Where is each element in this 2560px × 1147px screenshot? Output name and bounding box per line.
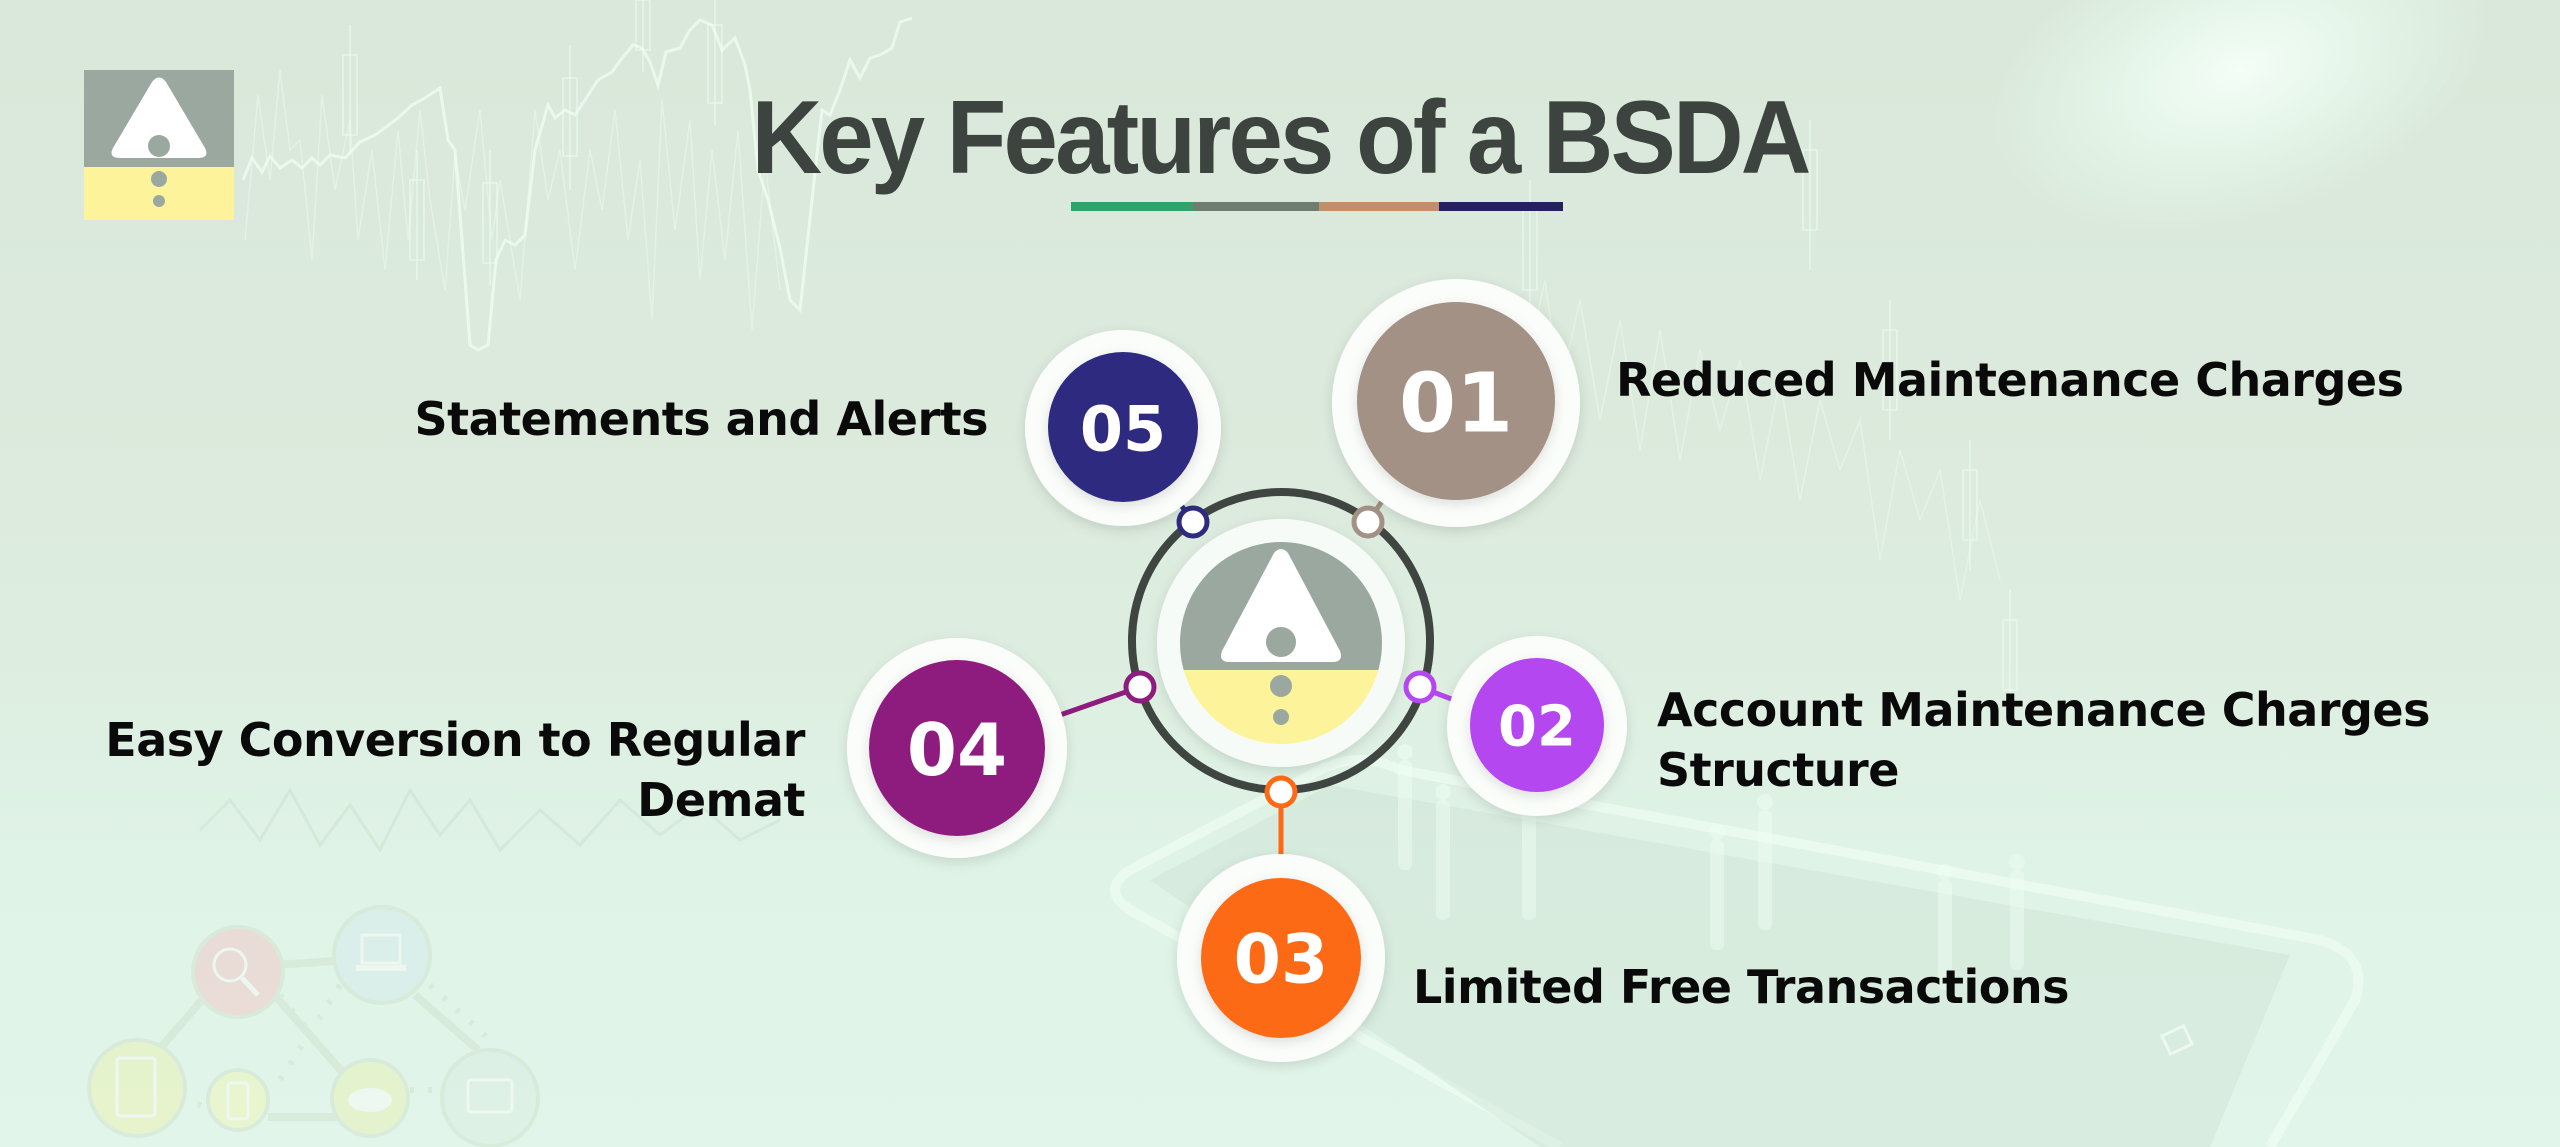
node-01 (1351, 505, 1385, 539)
title-underline (1071, 202, 1563, 211)
feature-label-04-line2: Demat (637, 773, 805, 827)
feature-label-05: Statements and Alerts (414, 392, 989, 446)
warning-triangle-logo-icon (111, 77, 207, 158)
feature-badge-05: 05 (1025, 330, 1221, 526)
underline-segment-navy (1439, 202, 1563, 211)
svg-text:05: 05 (1080, 393, 1166, 466)
search-node-icon (191, 925, 285, 1019)
node-05 (1176, 505, 1210, 539)
feature-label-04-line1: Easy Conversion to Regular (105, 713, 805, 767)
feature-badge-03: 03 (1177, 854, 1385, 1062)
node-03 (1264, 775, 1298, 809)
underline-segment-tan (1319, 202, 1439, 211)
feature-label-02-line1: Account Maintenance Charges (1657, 683, 2431, 737)
feature-label-04: Easy Conversion to Regular Demat (105, 710, 805, 830)
svg-text:01: 01 (1399, 357, 1513, 452)
feature-label-03: Limited Free Transactions (1413, 960, 2069, 1014)
people-silhouettes-icon (1397, 744, 2025, 990)
brand-logo (84, 70, 234, 220)
feature-label-02: Account Maintenance Charges Structure (1657, 680, 2431, 800)
feature-badge-04: 04 (847, 638, 1067, 858)
phone-node-icon (206, 1068, 270, 1132)
stock-chart-line-icon (241, 16, 913, 352)
document-node-icon (87, 1038, 187, 1138)
page-title: Key Features of a BSDA (751, 80, 1811, 196)
feature-label-02-line2: Structure (1657, 743, 1899, 797)
feature-badge-01: 01 (1332, 279, 1580, 527)
feature-badge-02: 02 (1447, 636, 1627, 816)
warning-triangle-logo-icon (1221, 549, 1341, 662)
center-hub (1128, 488, 1434, 794)
laptop-node-icon (332, 905, 432, 1005)
underline-segment-gray (1193, 202, 1319, 211)
svg-text:03: 03 (1234, 921, 1329, 1000)
node-04 (1123, 670, 1157, 704)
smartphone-illustration-icon (1110, 755, 2364, 1147)
underline-segment-green (1071, 202, 1193, 211)
svg-text:04: 04 (907, 708, 1007, 792)
feature-label-01: Reduced Maintenance Charges (1616, 353, 2404, 407)
monitor-node-icon (440, 1048, 540, 1147)
svg-text:02: 02 (1498, 695, 1576, 760)
network-icons-cluster (87, 905, 540, 1147)
node-02 (1403, 670, 1437, 704)
